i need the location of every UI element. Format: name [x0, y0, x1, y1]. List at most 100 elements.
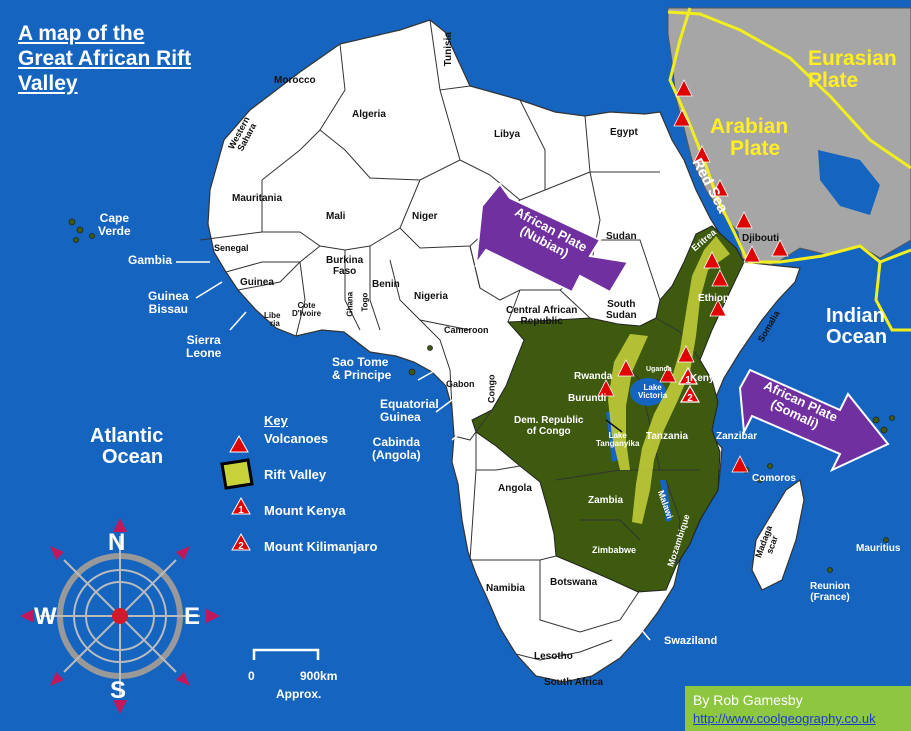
burkina-line-2: Faso [332, 265, 357, 277]
key-kenya-number: 1 [238, 505, 244, 516]
country-guinea: Guinea [240, 277, 274, 288]
country-ghana: Ghana [345, 291, 355, 317]
country-ethiopia: Ethiopia [698, 293, 738, 304]
rift-countries-region [471, 225, 745, 593]
lake-tanganyika-shape [606, 412, 618, 462]
volcano-marker [711, 269, 729, 287]
key-mount-kenya-symbol [231, 496, 251, 515]
map-title: A map of the Great African Rift Valley [18, 22, 191, 96]
country-sudan: Sudan [606, 231, 637, 242]
mount-kenya-marker [677, 366, 699, 385]
country-rwanda: Rwanda [574, 371, 613, 382]
mount-kilimanjaro-number: 2 [687, 393, 693, 404]
country-burkina-faso: Burkina Faso [326, 255, 364, 277]
drc-line-2: of Congo [526, 425, 571, 437]
country-morocco: Morocco [274, 75, 316, 86]
volcano-marker [617, 359, 635, 377]
country-angola: Angola [498, 483, 532, 494]
scale-start-label: 0 [248, 669, 255, 683]
gambia-label: Gambia [128, 253, 173, 267]
car-line-1: Central African [506, 305, 578, 316]
key-mount-kenya-label: Mount Kenya [264, 503, 346, 518]
country-tunisia: Tunisia [442, 32, 454, 67]
cape-verde-label: Cape Verde [98, 212, 131, 237]
key-mount-kilimanjaro-label: Mount Kilimanjaro [264, 539, 378, 554]
volcano-marker [743, 245, 761, 263]
compass-rose [20, 518, 220, 714]
victoria-line-2: Victoria [638, 391, 668, 401]
tanganyika-line-2: Tanganyika [596, 439, 640, 449]
persian-gulf [818, 150, 880, 215]
tanganyika-line-1: Lake [608, 431, 627, 440]
comoros-label: Comoros [752, 473, 796, 484]
cabinda-label: Cabinda (Angola) [372, 436, 421, 461]
volcano-marker [693, 145, 711, 163]
country-benin: Benin [372, 279, 400, 290]
drc-line-1: Dem. Republic [514, 415, 584, 426]
pointer-arrows [176, 261, 651, 657]
country-egypt: Egypt [610, 127, 638, 138]
country-lesotho: Lesotho [534, 651, 573, 662]
indian-line-1: Indian [826, 305, 885, 327]
sao-tome-line-1: Sao Tome [332, 355, 389, 369]
arabian-line-1: Arabian [710, 115, 789, 138]
guinea-bissau-label: Guinea Bissau [148, 290, 189, 315]
country-central-african-republic: Central African Republic [506, 305, 578, 327]
somali-plate-arrow [738, 368, 890, 473]
key-kilimanjaro-number: 2 [238, 541, 244, 552]
liberia-line-2: ria [270, 319, 280, 329]
volcano-markers [597, 79, 789, 473]
country-djibouti: Djibouti [742, 233, 780, 244]
key-volcano-symbol [229, 434, 249, 453]
indian-line-2: Ocean [826, 326, 888, 348]
credit-url[interactable]: http://www.coolgeography.co.uk [693, 711, 876, 726]
eq-guinea-line-2: Guinea [380, 409, 421, 424]
victoria-line-1: Lake [643, 383, 662, 392]
volcano-marker [703, 251, 721, 269]
car-line-2: Republic [520, 315, 563, 327]
country-niger: Niger [412, 211, 438, 222]
volcano-marker [677, 345, 695, 363]
country-drc: Dem. Republic of Congo [514, 415, 584, 437]
country-zimbabwe: Zimbabwe [592, 545, 637, 555]
sao-tome-label: Sao Tome & Principe [332, 356, 391, 381]
cabinda-line-1: Cabinda [372, 435, 420, 449]
lake-tanganyika-pointer [605, 419, 623, 433]
indian-ocean-label: Indian Ocean [826, 306, 887, 348]
burkina-line-1: Burkina [326, 255, 364, 266]
volcano-marker [659, 365, 677, 383]
country-nigeria: Nigeria [414, 291, 448, 302]
lake-victoria-label: Lake Victoria [638, 383, 668, 401]
compass-n: N [108, 529, 126, 556]
key-rift-valley-label: Rift Valley [264, 467, 327, 482]
scale-end-label: 900km [300, 669, 338, 683]
country-algeria: Algeria [352, 109, 386, 120]
volcano-marker [597, 379, 615, 397]
liberia-line-1: Libe [264, 311, 281, 320]
cape-verde-line-1: Cape [99, 211, 130, 225]
mount-kilimanjaro-marker [679, 384, 701, 403]
credit-box: By Rob Gamesby http://www.coolgeography.… [685, 686, 911, 731]
mount-kenya-number: 1 [685, 375, 691, 386]
nubian-plate-arrow [474, 182, 630, 294]
compass-s: S [110, 677, 127, 704]
equatorial-guinea-label: Equatorial Guinea [380, 398, 439, 423]
key-heading: Key [264, 413, 288, 428]
scale-bar [252, 648, 320, 660]
title-line-3: Valley [18, 71, 78, 95]
south-sudan-line-1: South [607, 299, 636, 310]
cote-line-1: Cote [297, 301, 316, 310]
eurasian-line-2: Plate [808, 69, 859, 93]
credit-author: By Rob Gamesby [693, 692, 803, 708]
madagascar-shape [751, 478, 805, 591]
volcano-marker [711, 179, 729, 197]
sierra-leone-line-1: Sierra [186, 333, 221, 347]
country-gabon: Gabon [446, 379, 475, 389]
key-mount-kilimanjaro-symbol [231, 532, 251, 551]
country-south-africa: South Africa [544, 677, 604, 688]
guinea-bissau-line-1: Guinea [148, 289, 189, 303]
volcano-marker [709, 299, 727, 317]
cabinda-line-2: (Angola) [372, 447, 421, 462]
country-mauritania: Mauritania [232, 193, 283, 204]
mauritius-label: Mauritius [856, 543, 901, 554]
